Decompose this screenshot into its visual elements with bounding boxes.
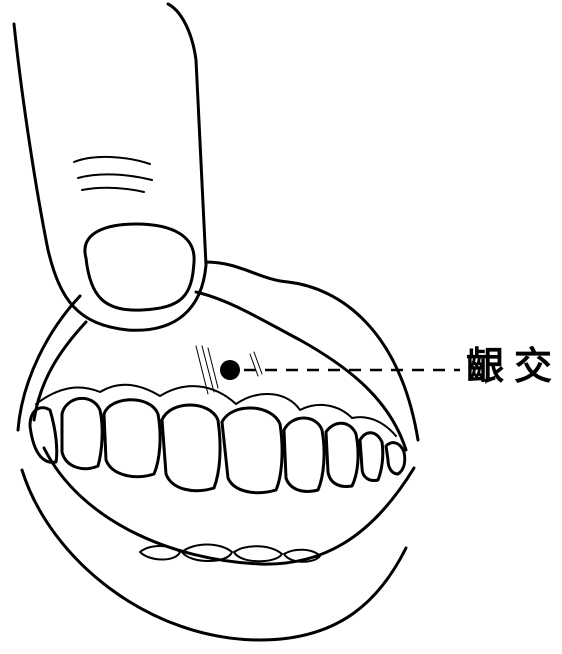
- tooth: [104, 400, 160, 477]
- finger-crease: [74, 157, 150, 164]
- tooth: [326, 423, 358, 486]
- tooth: [386, 443, 405, 474]
- tooth: [222, 408, 282, 493]
- acupoint-marker: [220, 360, 240, 380]
- fingernail: [85, 224, 194, 310]
- lip-corner-left-inner: [34, 322, 86, 420]
- acupoint-label: 齦交: [466, 347, 562, 385]
- upper-teeth: [30, 398, 405, 492]
- tooth: [284, 418, 324, 492]
- lower-teeth: [140, 545, 320, 562]
- tooth: [360, 433, 383, 481]
- gum-line: [36, 385, 396, 436]
- tooth: [162, 405, 220, 491]
- finger: [14, 4, 206, 330]
- tooth: [62, 398, 102, 468]
- upper-lip-outer: [206, 262, 418, 440]
